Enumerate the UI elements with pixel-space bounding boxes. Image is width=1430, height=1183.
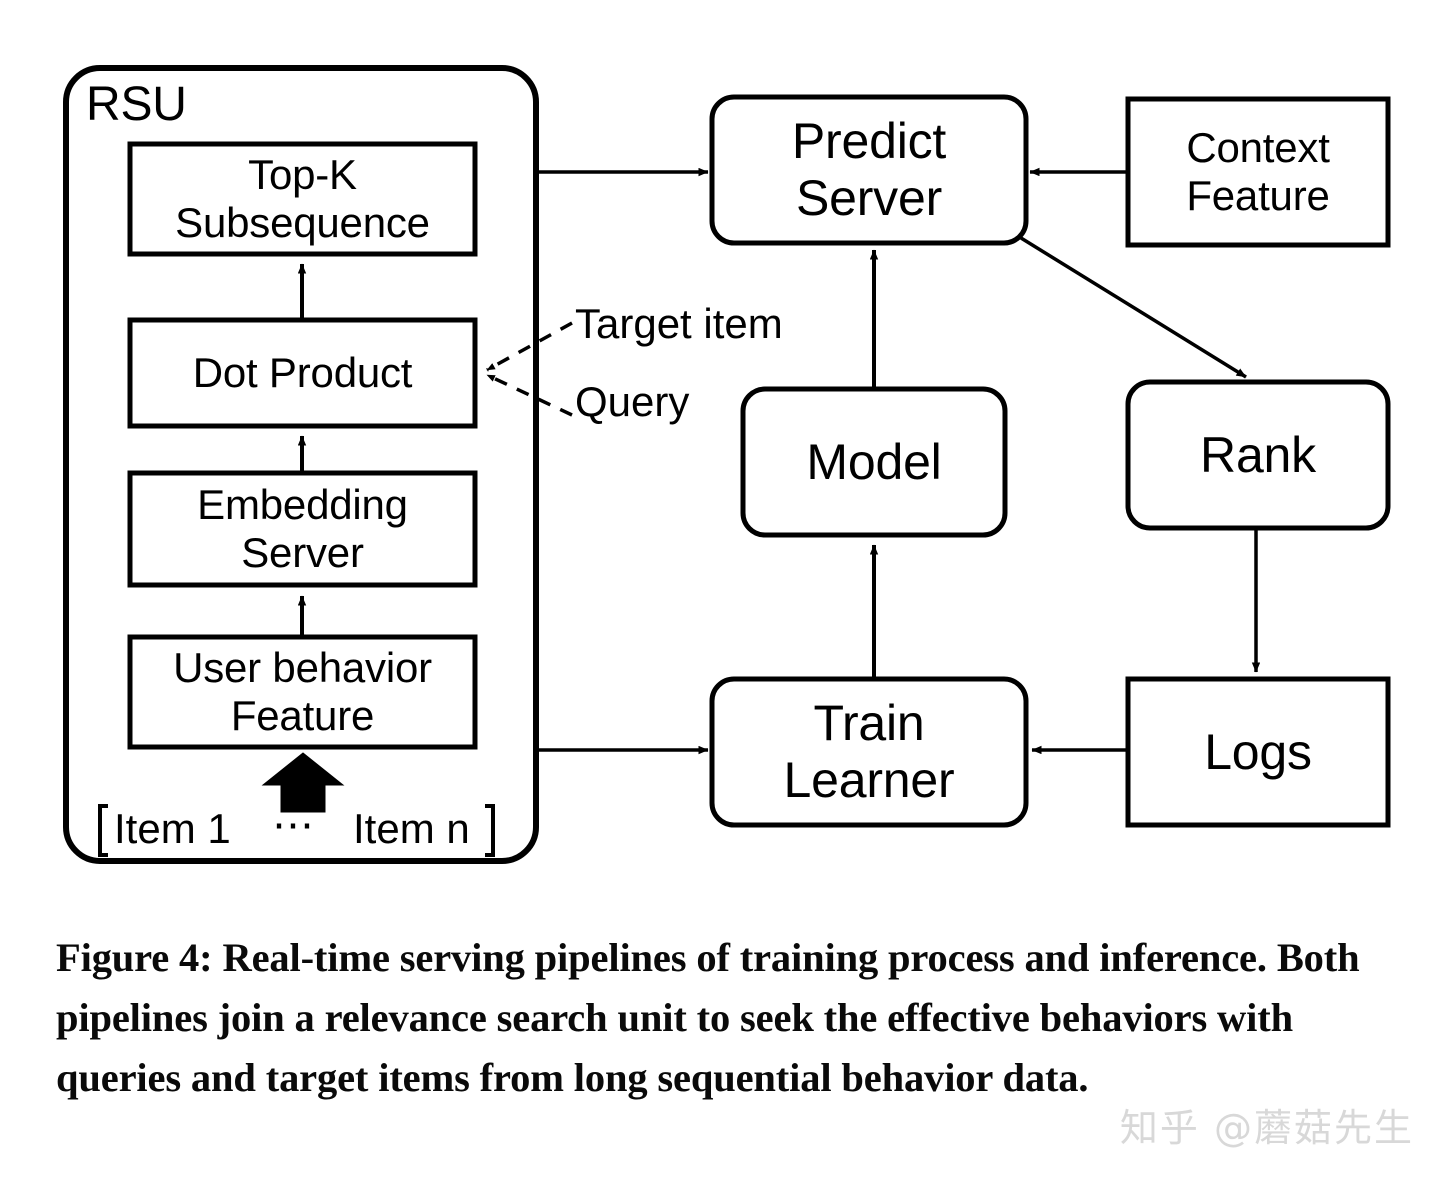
annotation-target-item-label: Target item (575, 300, 783, 347)
node-dot-product-box[interactable] (127, 317, 478, 429)
edge-target-item-to-dot-product (486, 321, 573, 372)
sequence-ellipsis-label: ⋯ (272, 801, 314, 848)
pipeline-diagram: RSU Top-K Subsequence Dot Product Embedd… (63, 65, 1391, 864)
node-rank-box[interactable] (1125, 379, 1391, 531)
sequence-close-bracket (485, 804, 495, 857)
node-top-k-subsequence-box[interactable] (127, 141, 478, 257)
sequence-first-item-label: Item 1 (114, 805, 231, 852)
node-train-learner-box[interactable] (709, 676, 1029, 828)
sequence-last-item-label: Item n (353, 805, 470, 852)
edge-predict-server-to-rank (1020, 236, 1247, 379)
node-user-behavior-feature-box[interactable] (127, 634, 478, 750)
sequence-open-bracket (98, 804, 108, 857)
node-predict-server-box[interactable] (709, 94, 1029, 246)
node-context-feature-box[interactable] (1125, 96, 1391, 248)
block-arrow-icon (261, 752, 345, 813)
node-model-box[interactable] (740, 386, 1008, 538)
node-logs-box[interactable] (1125, 676, 1391, 828)
annotation-query-label: Query (575, 378, 690, 425)
edge-query-to-dot-product (486, 373, 573, 417)
node-embedding-server-box[interactable] (127, 470, 478, 588)
figure-caption: Figure 4: Real-time serving pipelines of… (56, 935, 1360, 1100)
